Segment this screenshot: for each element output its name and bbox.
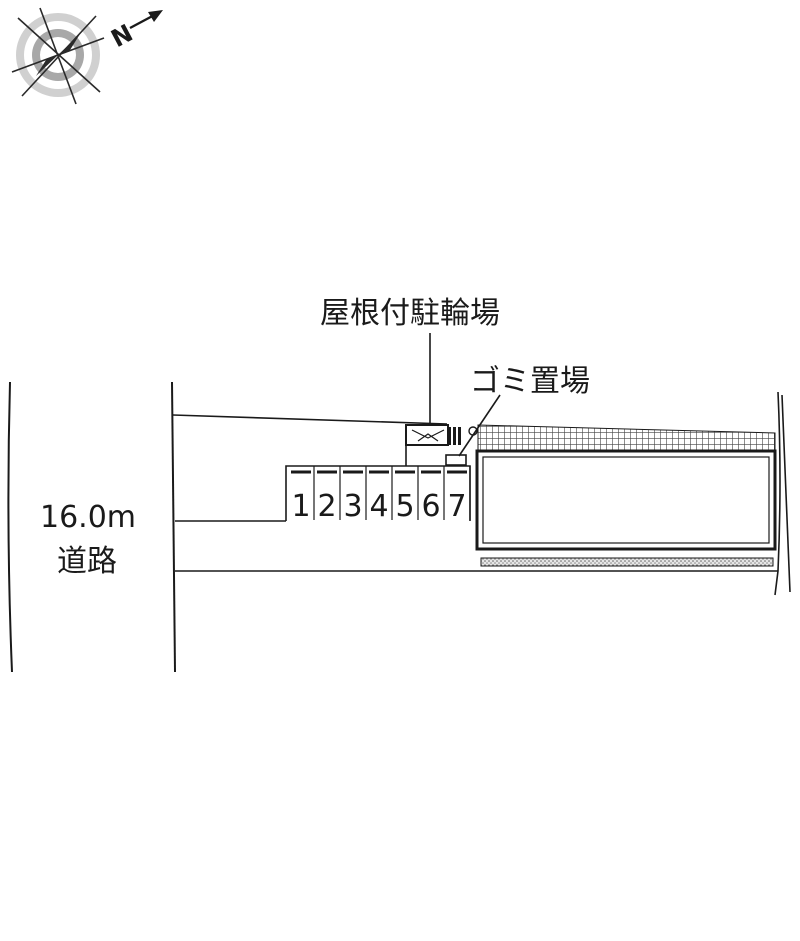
parking-space-number: 1 bbox=[291, 489, 310, 524]
covered-bicycle-parking bbox=[405, 424, 478, 446]
garbage-area-label: ゴミ置場 bbox=[470, 364, 590, 399]
parking-space-number: 7 bbox=[447, 489, 466, 524]
parking-space-1: 1 bbox=[291, 466, 315, 524]
parking-space-5: 5 bbox=[395, 466, 419, 524]
parking-space-7: 7 bbox=[447, 466, 471, 524]
bicycle-parking-label: 屋根付駐輪場 bbox=[320, 296, 500, 331]
compass-rose-icon: N bbox=[11, 7, 163, 105]
parking-space-4: 4 bbox=[369, 466, 393, 524]
lot-boundary bbox=[172, 391, 791, 596]
parking-space-number: 6 bbox=[421, 489, 440, 524]
parking-space-6: 6 bbox=[421, 466, 445, 524]
building bbox=[475, 449, 777, 551]
parking-space-number: 2 bbox=[317, 489, 336, 524]
parking-space-2: 2 bbox=[317, 466, 341, 524]
parking-space-number: 4 bbox=[369, 489, 388, 524]
north-arrow-icon bbox=[129, 10, 163, 30]
garbage-area-leader bbox=[458, 394, 501, 457]
north-label: N bbox=[107, 19, 138, 53]
parking-space-number: 3 bbox=[343, 489, 362, 524]
road-width-label: 16.0m bbox=[40, 500, 136, 535]
road-right-edge bbox=[171, 381, 176, 673]
parking-space-3: 3 bbox=[343, 466, 367, 524]
parking-space-number: 5 bbox=[395, 489, 414, 524]
road-left-edge bbox=[7, 381, 13, 673]
road bbox=[7, 381, 176, 673]
road-name-label: 道路 bbox=[57, 544, 117, 579]
garbage-area bbox=[445, 454, 467, 466]
dotted-strip bbox=[480, 557, 774, 567]
hatched-strip bbox=[477, 424, 776, 451]
